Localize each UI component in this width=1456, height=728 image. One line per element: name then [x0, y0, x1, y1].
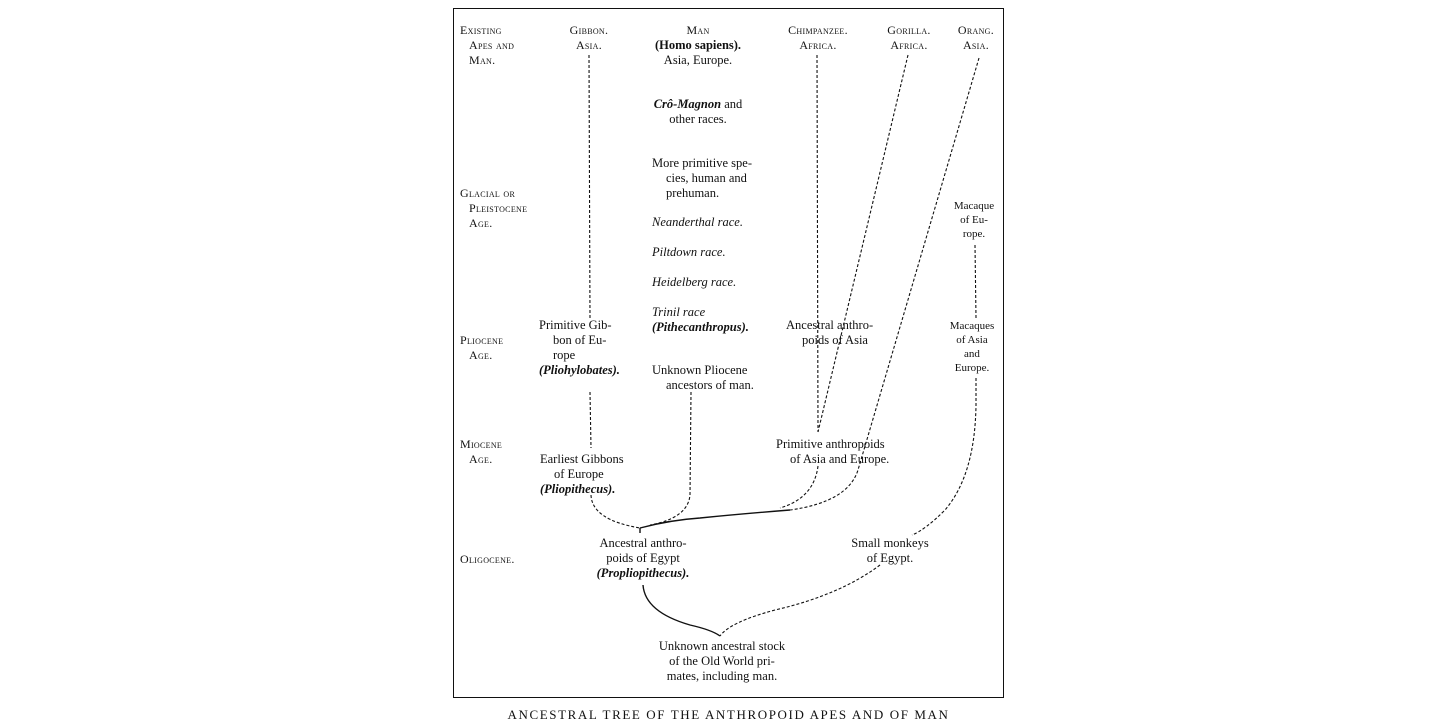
label-ancestral-anthropoids-asia: Ancestral anthro- poids of Asia — [786, 318, 874, 347]
label-root-stock: Unknown ancestral stock of the Old World… — [658, 639, 786, 683]
gibbon-branch — [588, 54, 641, 529]
man-branch — [649, 391, 692, 526]
label-pliocene-ancestors: Unknown Pliocene ancestors of man. — [652, 363, 754, 392]
monkeys-root-branch — [719, 564, 881, 637]
egypt-root-branch — [642, 584, 721, 637]
age-label-pliocene: Pliocene Age. — [460, 333, 504, 362]
diagram-caption: ANCESTRAL TREE OF THE ANTHROPOID APES AN… — [507, 707, 950, 722]
label-piltdown: Piltdown race. — [652, 245, 726, 259]
head-gorilla: Gorilla. Africa. — [887, 23, 931, 52]
label-trinil: Trinil race (Pithecanthropus). — [652, 305, 749, 334]
label-primitive-species: More primitive spe- cies, human and preh… — [652, 156, 752, 200]
label-neanderthal: Neanderthal race. — [652, 215, 743, 229]
head-orang: Orang. Asia. — [957, 23, 995, 52]
oligocene-junction — [639, 509, 791, 529]
label-ancestral-anthropoids-egypt: Ancestral anthro- poids of Egypt (Propli… — [596, 536, 690, 580]
head-man: Man (Homo sapiens). Asia, Europe. — [654, 23, 742, 67]
diagram-frame — [453, 8, 1004, 698]
label-macaques-asia-europe: Macaques of Asia and Europe. — [949, 320, 995, 374]
age-label-glacial: Glacial or Pleistocene Age. — [460, 186, 528, 230]
label-small-monkeys: Small monkeys of Egypt. — [851, 536, 929, 565]
age-label-existing: Existing Apes and Man. — [460, 23, 515, 67]
label-heidelberg: Heidelberg race. — [652, 275, 737, 289]
head-gibbon: Gibbon. Asia. — [569, 23, 609, 52]
age-label-oligocene: Oligocene. — [460, 552, 515, 566]
label-cro-magnon: Crô-Magnon and other races. — [653, 97, 743, 126]
label-primitive-anthropoids: Primitive anthropoids of Asia and Europe… — [776, 437, 890, 466]
gorilla-branch — [817, 54, 909, 433]
orang-branch — [789, 57, 980, 511]
macaque-branch — [911, 244, 977, 536]
head-chimpanzee: Chimpanzee. Africa. — [788, 23, 848, 52]
label-macaque-europe: Macaque of Eu- rope. — [953, 200, 995, 240]
label-earliest-gibbons: Earliest Gibbons of Europe (Pliopithecus… — [540, 452, 624, 496]
age-label-miocene: Miocene Age. — [460, 437, 503, 466]
chimpanzee-branch — [779, 54, 819, 509]
label-primitive-gibbon: Primitive Gib- bon of Eu- rope (Pliohylo… — [539, 318, 620, 377]
